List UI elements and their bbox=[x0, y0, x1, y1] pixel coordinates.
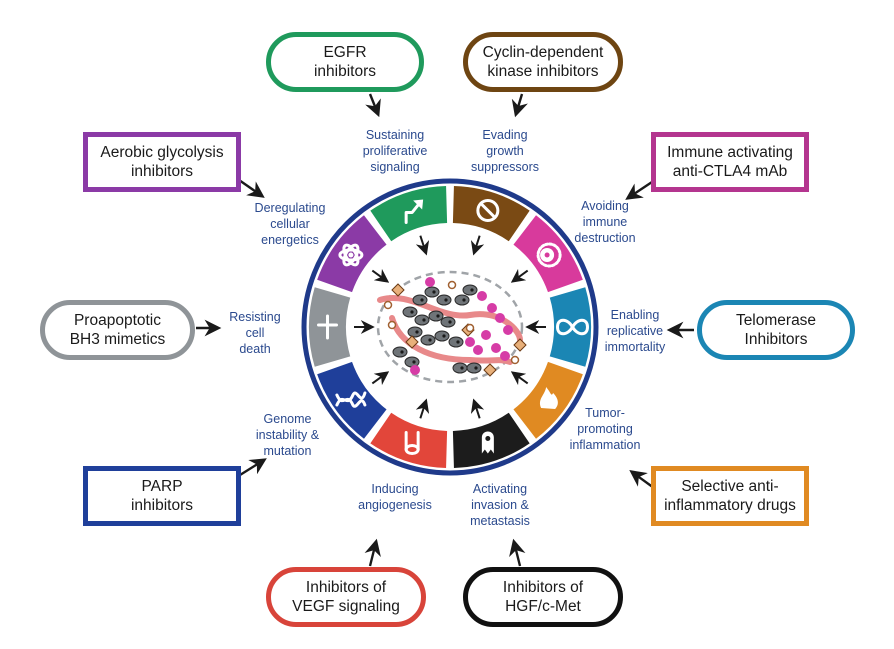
fibroblast bbox=[483, 363, 497, 377]
immune-cell bbox=[410, 365, 420, 375]
tumor-cell bbox=[414, 314, 430, 326]
hallmark-label-angiogenesis: Inducing angiogenesis bbox=[358, 482, 432, 512]
tumor-cell bbox=[392, 346, 408, 358]
flame-icon bbox=[539, 387, 558, 410]
fibroblast bbox=[391, 283, 405, 297]
therapy-cdk-inhibitors: Cyclin-dependent kinase inhibitors bbox=[463, 32, 623, 92]
therapy-arrows bbox=[196, 93, 694, 567]
hallmark-label-immortality: Enabling replicative immortality bbox=[604, 308, 666, 354]
hallmark-label-growth: Evading growth suppressors bbox=[470, 128, 540, 174]
blood-vessel bbox=[389, 315, 513, 365]
therapy-arrow bbox=[629, 470, 655, 489]
inner-arrows bbox=[354, 235, 546, 419]
hallmark-label-genome: Genome instability & mutation bbox=[255, 412, 320, 458]
immune-cell bbox=[465, 337, 475, 347]
stromal-cell bbox=[465, 323, 475, 333]
hallmark-label-proliferative: Sustaining proliferative signaling bbox=[362, 128, 428, 174]
therapy-arrow bbox=[511, 93, 528, 118]
therapy-arrow bbox=[365, 93, 381, 118]
therapy-hgf-cmet-inhibitors: Inhibitors of HGF/c-Met bbox=[463, 567, 623, 627]
therapy-arrow bbox=[239, 458, 267, 477]
tumor-cell bbox=[424, 286, 440, 298]
stromal-cell bbox=[383, 300, 393, 310]
tumor-cell bbox=[440, 316, 456, 328]
therapy-aerobic-glycolysis: Aerobic glycolysis inhibitors bbox=[83, 132, 241, 192]
tumor-cell bbox=[428, 310, 444, 322]
immune-cell bbox=[425, 277, 435, 287]
hallmark-label-energetics: Deregulating cellular energetics bbox=[254, 201, 326, 247]
therapy-arrow bbox=[509, 538, 526, 567]
therapy-anti-ctla4: Immune activating anti-CTLA4 mAb bbox=[651, 132, 809, 192]
infinity-icon bbox=[556, 318, 589, 336]
immune-cell bbox=[503, 325, 513, 335]
cross-icon bbox=[317, 314, 338, 340]
stromal-cell bbox=[387, 320, 397, 330]
fibroblast bbox=[513, 338, 527, 352]
tumor-cell bbox=[454, 294, 470, 306]
immune-cell bbox=[495, 313, 505, 323]
inner-arrow bbox=[371, 371, 390, 386]
prohibited-icon bbox=[476, 198, 500, 222]
stromal-cell bbox=[447, 280, 457, 290]
immune-cell bbox=[473, 345, 483, 355]
tumor-cell bbox=[466, 362, 482, 374]
branch-arrow-icon bbox=[404, 199, 424, 224]
tumor-cell bbox=[407, 326, 423, 338]
therapy-vegf-inhibitors: Inhibitors of VEGF signaling bbox=[266, 567, 426, 627]
immune-cell bbox=[487, 303, 497, 313]
immune-cell bbox=[481, 330, 491, 340]
therapy-parp-inhibitors: PARP inhibitors bbox=[83, 466, 241, 526]
stromal-cell bbox=[510, 355, 520, 365]
therapy-arrow bbox=[364, 538, 381, 567]
inner-arrow bbox=[415, 398, 430, 419]
vessel-icon bbox=[404, 431, 420, 456]
therapy-arrow bbox=[625, 181, 653, 200]
dna-icon bbox=[335, 391, 367, 408]
fibroblast bbox=[405, 335, 419, 349]
inner-arrow bbox=[371, 268, 390, 283]
hallmark-segment-angiogenesis bbox=[370, 412, 448, 468]
tumor-cell bbox=[412, 294, 428, 306]
blood-vessel bbox=[377, 295, 523, 343]
atom-icon bbox=[338, 243, 364, 267]
immune-cell bbox=[491, 343, 501, 353]
therapy-bh3-mimetics: Proapoptotic BH3 mimetics bbox=[40, 300, 195, 360]
tumor-cell bbox=[436, 294, 452, 306]
tumor-cell bbox=[452, 362, 468, 374]
tumor-cell bbox=[402, 306, 418, 318]
therapy-anti-inflammatory: Selective anti- inflammatory drugs bbox=[651, 466, 809, 526]
migrating-cell-icon bbox=[481, 431, 494, 454]
tumor-cell bbox=[462, 284, 478, 296]
therapy-telomerase-inhibitors: Telomerase Inhibitors bbox=[697, 300, 855, 360]
hallmark-label-inflammation: Tumor- promoting inflammation bbox=[569, 406, 641, 452]
hallmark-label-invasion: Activating invasion & metastasis bbox=[470, 482, 530, 528]
tumor-cell bbox=[420, 334, 436, 346]
immune-cell-icon bbox=[536, 242, 562, 268]
immune-cell bbox=[500, 351, 510, 361]
therapy-arrow bbox=[238, 179, 265, 198]
hallmark-segment-immortality bbox=[549, 287, 591, 367]
inner-arrow bbox=[510, 268, 529, 283]
hallmark-segment-death bbox=[309, 287, 351, 367]
tumor-cell bbox=[434, 330, 450, 342]
hallmark-label-immune: Avoiding immune destruction bbox=[574, 199, 636, 245]
tumor-microenvironment bbox=[376, 270, 527, 384]
tumor-cell bbox=[448, 336, 464, 348]
hallmarks-ring bbox=[301, 178, 599, 476]
inner-arrow bbox=[470, 398, 485, 419]
hallmark-label-death: Resisting cell death bbox=[229, 310, 281, 356]
therapy-egfr-inhibitors: EGFR inhibitors bbox=[266, 32, 424, 92]
inner-arrow bbox=[415, 235, 430, 256]
inner-arrow bbox=[510, 371, 529, 386]
inner-arrow bbox=[470, 235, 485, 256]
immune-cell bbox=[477, 291, 487, 301]
